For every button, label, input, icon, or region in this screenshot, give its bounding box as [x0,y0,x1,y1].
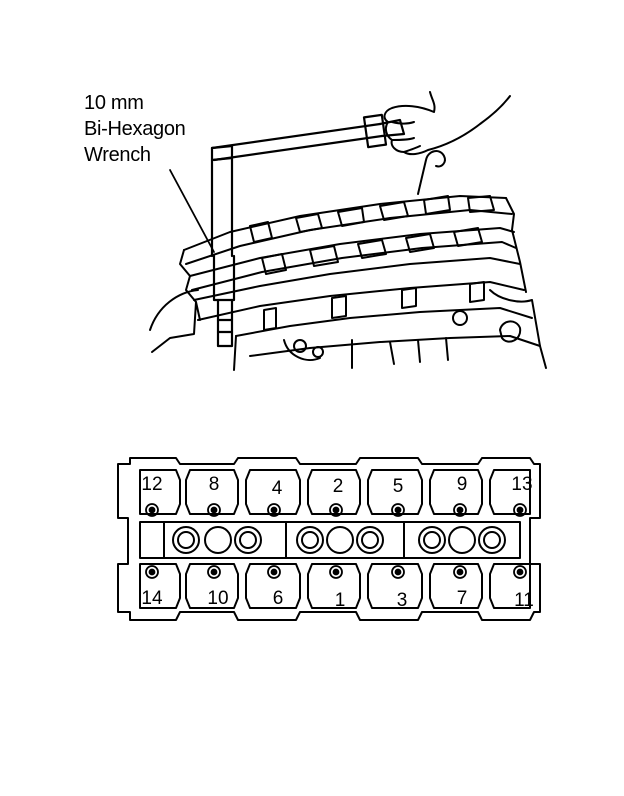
bottom-row-caps [139,563,531,609]
bolt-number: 3 [397,590,408,611]
wrench-size-label: 10 mm [84,92,144,114]
bolt-number: 10 [207,588,228,609]
bolt-number: 13 [511,474,532,495]
wrench-type-label: Bi-Hexagon [84,118,186,140]
wrench-tool-label: Wrench [84,144,151,166]
bolt-number: 4 [272,478,283,499]
bolt-number: 9 [457,474,468,495]
cylinder-head [149,195,547,371]
bottom-row-bolts [145,565,527,579]
bottom-row-numbers: 14 10 6 1 3 7 11 [141,588,533,611]
cam-journal-strip [139,521,521,559]
bolt-number: 5 [393,476,404,497]
bolt-number: 12 [141,474,162,495]
bolt-number: 8 [209,474,220,495]
lifting-hook [417,150,446,195]
bolt-number: 6 [273,588,284,609]
bolt-sequence-diagram: 12 8 4 2 5 9 13 14 10 6 1 3 7 11 [117,457,541,621]
head-outline [117,457,541,621]
bolt-number: 11 [514,590,534,611]
top-row-numbers: 12 8 4 2 5 9 13 [141,474,532,499]
top-row-bolts [145,503,527,517]
bolt-number: 14 [141,588,163,609]
journal-circles [172,526,506,554]
engine-illustration [149,91,547,371]
bolt-number: 2 [333,476,344,497]
label-leader-line [169,169,215,253]
bolt-number: 7 [457,588,468,609]
hand-icon [383,91,511,156]
top-row-caps [139,469,531,515]
bolt-number: 1 [335,590,346,611]
